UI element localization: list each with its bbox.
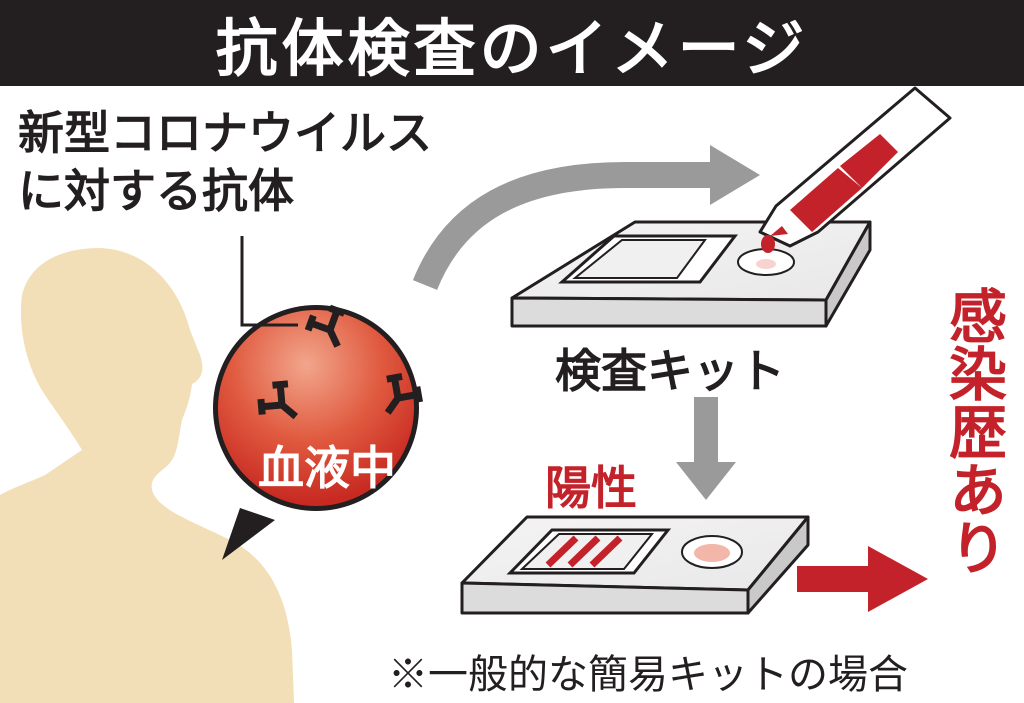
leader-line [240, 236, 298, 327]
arrow-to-result [797, 546, 928, 612]
antibody-label-line-1: 新型コロナウイルス [18, 106, 432, 160]
person-silhouette [0, 248, 294, 703]
footnote: ※一般的な簡易キットの場合 [388, 652, 908, 698]
positive-label: 陽性 [545, 461, 637, 515]
test-kit-positive [460, 515, 810, 615]
pipette-icon [758, 86, 952, 253]
antibody-label: 新型コロナウイルス に対する抗体 [18, 104, 432, 220]
infection-history-label: 感染歴あり [939, 286, 1007, 576]
antibody-icon [304, 304, 346, 348]
antibody-label-line-2: に対する抗体 [18, 164, 294, 218]
antibody-icon [257, 380, 299, 420]
page-title: 抗体検査のイメージ [0, 0, 1024, 86]
arrow-to-kit [412, 145, 760, 291]
antibody-icon [384, 373, 423, 415]
blood-circle [213, 305, 419, 511]
callout-pointer [222, 508, 275, 560]
test-kit-label: 検査キット [555, 344, 785, 398]
arrow-down [676, 397, 736, 500]
blood-label: 血液中 [258, 441, 396, 495]
test-kit-top [510, 220, 872, 328]
